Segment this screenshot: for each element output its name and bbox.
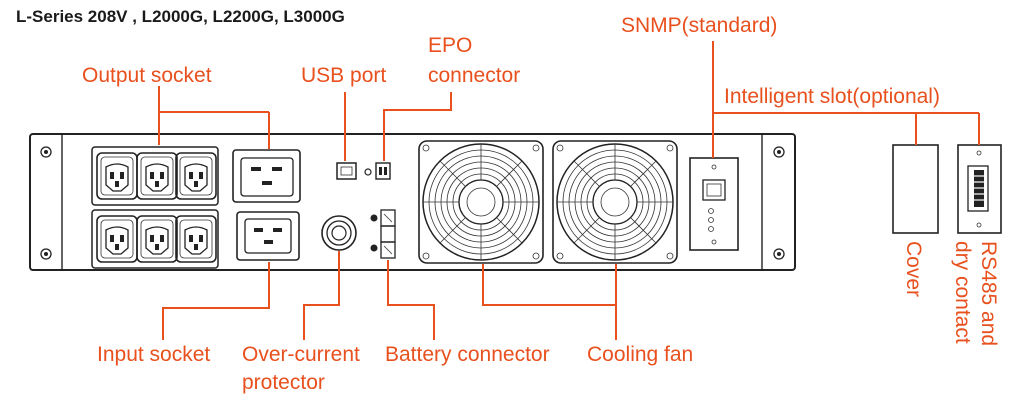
label-epo-line1: EPO: [428, 34, 472, 57]
diagram-title: L-Series 208V , L2000G, L2200G, L3000G: [16, 7, 345, 26]
input-socket: [236, 211, 300, 261]
label-input-socket: Input socket: [97, 343, 210, 366]
snmp-card: [689, 157, 739, 251]
cover-plate: [892, 144, 939, 234]
label-rs485-line1: RS485 and: [977, 241, 1000, 346]
battery-connector: [370, 209, 396, 259]
rs485-dry-contact-card: [957, 144, 1002, 234]
cooling-fan-left: [418, 140, 544, 264]
label-usb-port: USB port: [301, 64, 386, 87]
label-epo-line2: connector: [428, 64, 520, 87]
label-over-current-line2: protector: [242, 371, 325, 394]
label-rs485-line2: dry contact: [951, 241, 974, 344]
label-over-current-line1: Over-current: [242, 343, 360, 366]
epo-connector: [364, 162, 391, 180]
callout-lines: [158, 41, 980, 340]
label-cooling-fan: Cooling fan: [587, 343, 693, 366]
over-current-protector: [321, 215, 357, 251]
label-battery-connector: Battery connector: [385, 343, 550, 366]
label-output-socket: Output socket: [82, 64, 212, 87]
usb-port: [336, 162, 357, 180]
output-socket-group: [91, 146, 301, 269]
cooling-fan-right: [552, 140, 678, 264]
label-intelligent-slot: Intelligent slot(optional): [724, 85, 940, 108]
label-cover: Cover: [902, 241, 925, 297]
label-snmp: SNMP(standard): [621, 14, 777, 37]
ups-chassis: [29, 133, 796, 271]
